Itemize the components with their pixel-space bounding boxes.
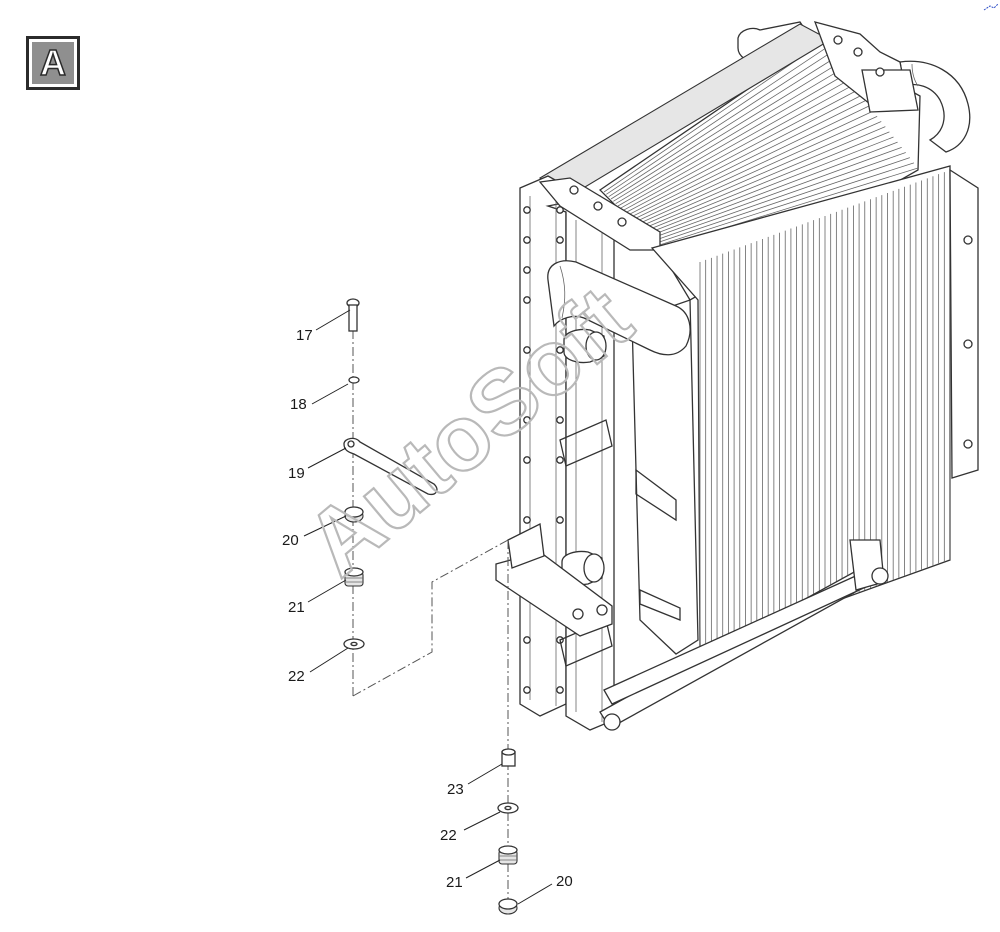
cushion-20 <box>344 506 364 523</box>
rubber-mount-21-bottom <box>498 845 518 865</box>
fastener-stack-left <box>343 298 509 697</box>
fastener-stack-bottom <box>497 540 519 915</box>
callouts: 17 18 19 20 21 22 23 22 21 20 <box>282 309 573 905</box>
hose-outlet-upper <box>563 328 607 364</box>
rubber-mount-21 <box>344 567 364 587</box>
cushion-20-bottom <box>498 898 518 915</box>
section-badge-fill: A <box>32 42 74 84</box>
top-tank <box>861 69 919 113</box>
bracket-gusset <box>507 523 545 569</box>
front-tank-panel <box>631 299 699 655</box>
callout-18: 18 <box>290 396 307 413</box>
callout-20-bottom: 20 <box>556 873 573 890</box>
strap-19 <box>343 437 438 496</box>
upper-hose <box>547 260 691 356</box>
callout-22-bottom: 22 <box>440 827 457 844</box>
radiator-assembly <box>495 21 979 731</box>
callout-20-left: 20 <box>282 532 299 549</box>
washer-22-bottom <box>497 802 519 814</box>
washer-22 <box>343 638 365 650</box>
elbow-pipe-right <box>899 60 971 153</box>
section-letter: A <box>39 42 67 83</box>
callout-19: 19 <box>288 465 305 482</box>
bolt-17 <box>346 298 360 332</box>
right-side-tank <box>949 168 979 479</box>
sleeve-23 <box>501 748 516 767</box>
callout-22-left: 22 <box>288 668 305 685</box>
callout-17: 17 <box>296 327 313 344</box>
section-badge: A <box>26 36 80 90</box>
callout-23: 23 <box>447 781 464 798</box>
washer-18 <box>348 376 360 384</box>
corner-mark <box>983 3 999 11</box>
callout-21-bottom: 21 <box>446 874 463 891</box>
callout-21-left: 21 <box>288 599 305 616</box>
